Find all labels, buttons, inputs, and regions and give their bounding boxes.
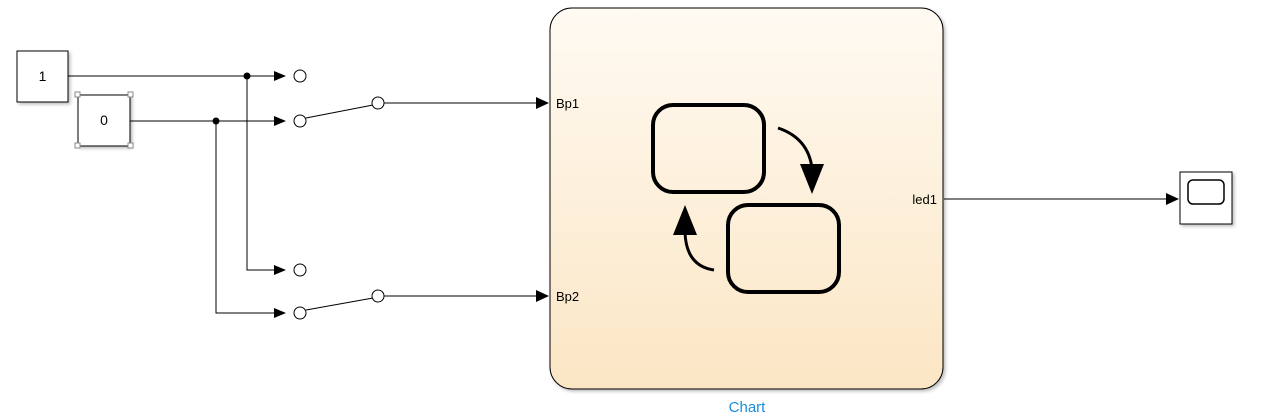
switch-output <box>371 96 385 110</box>
manual-switch-1[interactable] <box>293 69 385 128</box>
manual-switch-2[interactable] <box>293 263 385 320</box>
signal-line-led1[interactable] <box>944 193 1179 205</box>
signal-line-bp2[interactable] <box>384 290 549 302</box>
constant-block-1[interactable]: 1 <box>16 50 69 103</box>
selection-handle-tl[interactable] <box>74 91 81 98</box>
switch-contact-bottom <box>293 114 307 128</box>
chart-input-bp1: Bp1 <box>556 96 579 111</box>
switch-output <box>371 289 385 303</box>
constant-value-1: 1 <box>39 68 47 84</box>
chart-input-bp2: Bp2 <box>556 289 579 304</box>
selection-handle-tr[interactable] <box>127 91 134 98</box>
constant-block-0[interactable]: 0 <box>74 91 134 149</box>
signal-line-bp1[interactable] <box>384 97 549 109</box>
selection-handle-br[interactable] <box>127 142 134 149</box>
branch-point <box>212 117 220 125</box>
signal-line-const-0[interactable] <box>130 116 286 318</box>
selection-handle-bl[interactable] <box>74 142 81 149</box>
switch-contact-top <box>293 69 307 83</box>
stateflow-icon <box>651 103 841 294</box>
chart-output-led1: led1 <box>912 192 937 207</box>
switch-contact-bottom <box>293 306 307 320</box>
chart-name-label[interactable]: Chart <box>729 399 767 416</box>
switch-lever <box>305 297 374 311</box>
scope-block[interactable] <box>1179 171 1233 225</box>
branch-point <box>243 72 251 80</box>
scope-icon <box>1187 179 1225 205</box>
chart-block[interactable]: Bp1 Bp2 led1 <box>549 7 944 390</box>
constant-value-0: 0 <box>100 112 108 128</box>
switch-contact-top <box>293 263 307 277</box>
signal-line-const-1[interactable] <box>68 71 286 275</box>
switch-lever <box>305 104 374 119</box>
